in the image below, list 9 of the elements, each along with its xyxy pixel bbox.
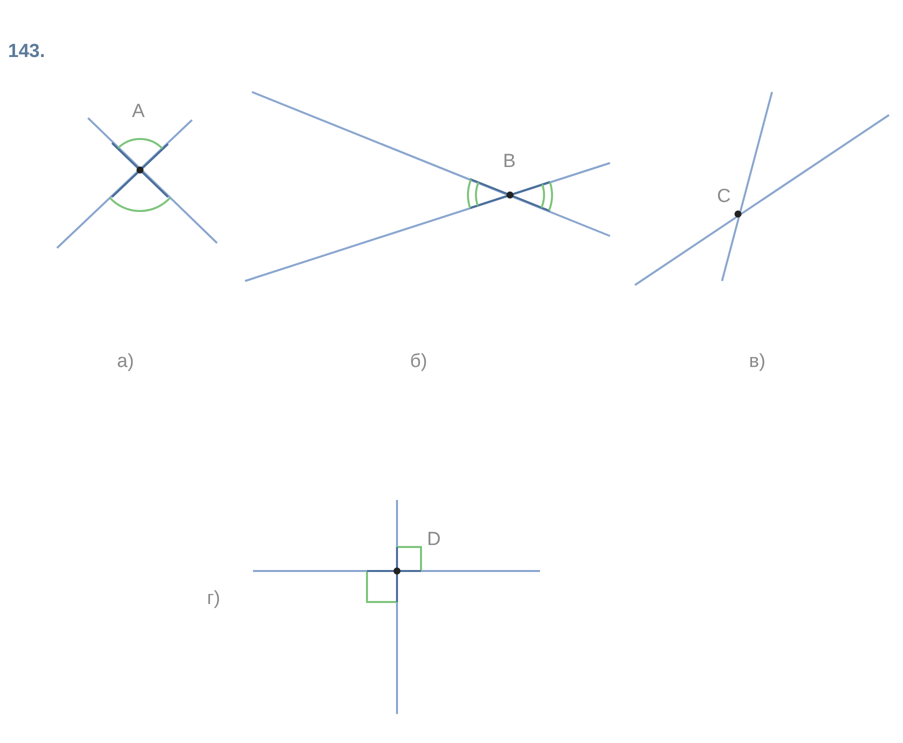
figure-label: а) [117, 352, 134, 371]
point-label: B [503, 152, 516, 171]
figure-label: б) [410, 352, 428, 371]
problem-number: 143. [8, 42, 45, 61]
point-label: D [427, 530, 441, 549]
point-label: A [132, 102, 145, 121]
figure-label: г) [207, 589, 220, 608]
point-label: C [717, 187, 731, 206]
figure-label: в) [749, 352, 766, 371]
